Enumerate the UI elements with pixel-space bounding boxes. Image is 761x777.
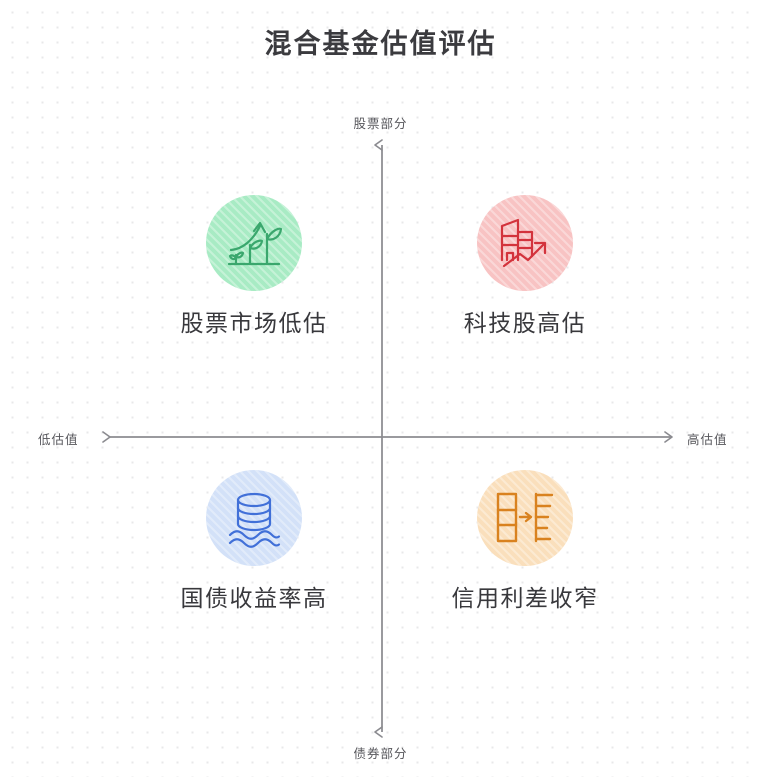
axis-label-right: 高估值: [687, 433, 728, 447]
page-title: 混合基金估值评估: [264, 29, 497, 59]
quadrant-icon-circle: [206, 195, 302, 291]
quadrant-label: 信用利差收窄: [451, 586, 599, 611]
quadrant-label: 科技股高估: [463, 311, 587, 336]
quadrant-icon-circle: [477, 470, 573, 566]
quadrant-top-right[interactable]: 科技股高估: [410, 195, 640, 338]
plant-growth-icon: [227, 221, 283, 266]
axis-label-bottom: 债券部分: [353, 747, 408, 761]
quadrant-icon-circle: [206, 470, 302, 566]
axis-label-top: 股票部分: [353, 117, 408, 131]
axis-label-left: 低估值: [38, 433, 79, 447]
buildings-rising-arrow-icon: [500, 218, 547, 268]
quadrant-label: 股票市场低估: [180, 311, 328, 336]
quadrant-icon-circle: [477, 195, 573, 291]
spread-narrowing-icon: [496, 492, 554, 543]
quadrant-bottom-left[interactable]: 国债收益率高: [139, 470, 369, 613]
quadrant-top-left[interactable]: 股票市场低估: [139, 195, 369, 338]
quadrant-label: 国债收益率高: [180, 586, 328, 611]
quadrant-bottom-right[interactable]: 信用利差收窄: [410, 470, 640, 613]
coin-stack-waves-icon: [228, 492, 281, 548]
